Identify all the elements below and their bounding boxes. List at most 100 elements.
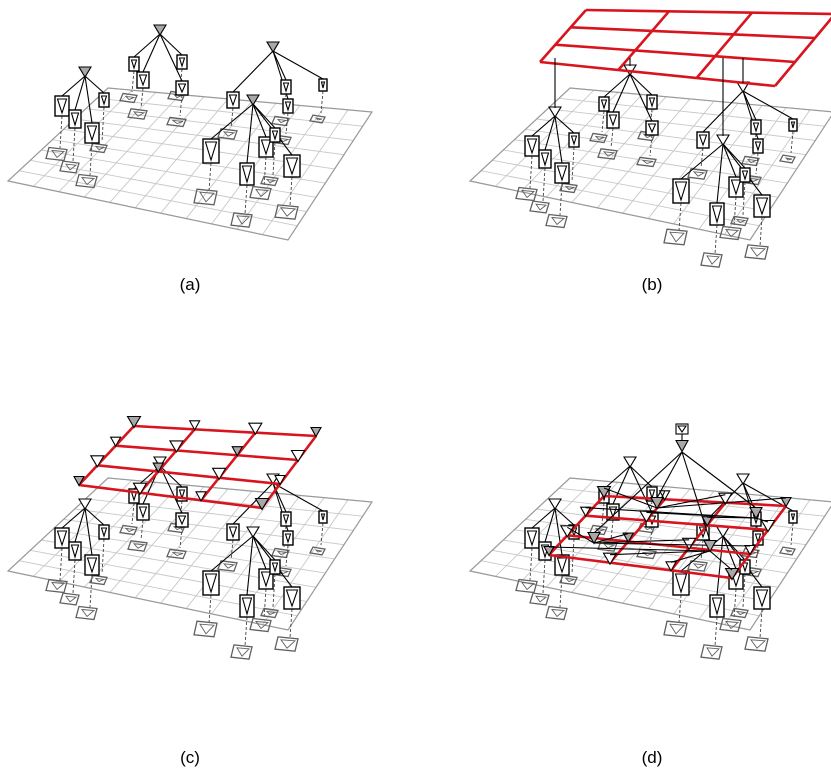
top-tree-edge [681, 451, 711, 542]
grid-node [89, 455, 105, 468]
base-grid-line [134, 488, 229, 599]
tree-root-node [266, 41, 280, 54]
projection-line [755, 152, 759, 175]
leaf-triangle [271, 130, 279, 141]
shadow-box [249, 185, 272, 201]
base-grid-line [495, 479, 595, 577]
projection-line [285, 544, 289, 567]
leaf-triangle [741, 562, 749, 573]
base-grid-line [622, 100, 715, 214]
shadow-box [193, 620, 218, 638]
tree-root-node [623, 456, 637, 469]
base-grid-line [673, 105, 763, 225]
leaf-node [753, 194, 771, 218]
leaf-node [606, 111, 620, 129]
tree-edge [159, 33, 183, 82]
projection-line [571, 146, 575, 183]
grid-node [543, 545, 555, 557]
shadow-triangle [199, 623, 215, 635]
leaf-node [54, 95, 70, 117]
tree-edge [531, 507, 556, 529]
shadow-box [663, 228, 688, 246]
leaf-triangle [711, 597, 723, 617]
shadow-box [545, 213, 568, 229]
top-tree-edge [707, 516, 757, 519]
tree-root-node [78, 498, 92, 511]
leaf-node [568, 132, 580, 148]
leaf-node [202, 570, 220, 596]
leaf-box [646, 486, 658, 502]
shadow-box [309, 114, 326, 124]
projection-line [101, 106, 105, 143]
leaf-node [84, 554, 100, 576]
base-grid-line [596, 98, 691, 209]
leaf-box [753, 586, 771, 610]
grid-node [188, 420, 201, 431]
leaf-shadow [779, 546, 796, 556]
projection-line [601, 110, 605, 133]
shadow-triangle [132, 111, 146, 117]
tree-edge [612, 73, 631, 113]
leaf-node [175, 512, 189, 528]
leaf-shadow [75, 605, 98, 621]
local-tree [45, 66, 110, 189]
grid-node [310, 426, 322, 438]
base-grid-line [74, 508, 345, 546]
shadow-triangle [236, 647, 250, 657]
leaf-node [283, 154, 301, 178]
leaf-shadow [127, 108, 148, 120]
leaf-box [269, 127, 281, 143]
leaf-triangle [241, 165, 253, 185]
shadow-box [663, 620, 688, 638]
leaf-triangle [228, 94, 238, 107]
local-tree [193, 94, 301, 228]
projection-line [131, 70, 135, 93]
projection-line [714, 224, 718, 255]
leaf-triangle [648, 97, 656, 108]
base-grid-line [109, 486, 205, 593]
shadow-triangle [65, 163, 78, 171]
projection-line [742, 181, 746, 216]
grid-node [717, 492, 733, 506]
red-grid-line [609, 498, 666, 564]
projection-line [208, 594, 212, 624]
leaf-node [524, 135, 540, 157]
shadow-box [166, 548, 187, 560]
leaf-node [598, 96, 610, 112]
tree-edge [252, 535, 276, 561]
shadow-box [700, 252, 723, 268]
leaf-triangle [754, 141, 762, 152]
shadow-triangle [535, 595, 548, 603]
projection-line [755, 544, 759, 567]
leaf-shadow [260, 175, 279, 187]
leaf-triangle [56, 98, 68, 115]
base-outline [6, 477, 374, 631]
leaf-shadow [230, 644, 253, 660]
tree-edge [722, 535, 746, 561]
leaf-box [788, 118, 798, 132]
projection-line [559, 182, 563, 216]
grid-node [622, 532, 635, 544]
shadow-triangle [735, 610, 747, 616]
tree-edge [554, 507, 575, 526]
leaf-shadow [529, 592, 550, 606]
projection-line [542, 559, 546, 594]
leaf-triangle [608, 114, 618, 127]
leaf-node [696, 131, 710, 149]
leaf-shadow [545, 605, 568, 621]
projection-line [72, 559, 76, 594]
projection-line [59, 115, 63, 149]
leaf-node [646, 486, 658, 502]
tree-edge [742, 90, 794, 120]
top-tree-edge [593, 533, 629, 544]
projection-line [529, 155, 533, 189]
shadow-box [687, 168, 708, 180]
leaf-shadow [271, 115, 290, 127]
top-tree-edge [548, 546, 711, 552]
base-grid-line [85, 108, 354, 141]
leaf-shadow [271, 547, 290, 559]
base-grid-line [134, 98, 229, 209]
projection-line [542, 167, 546, 202]
leaf-triangle [86, 125, 98, 142]
base-grid-line [262, 499, 349, 625]
